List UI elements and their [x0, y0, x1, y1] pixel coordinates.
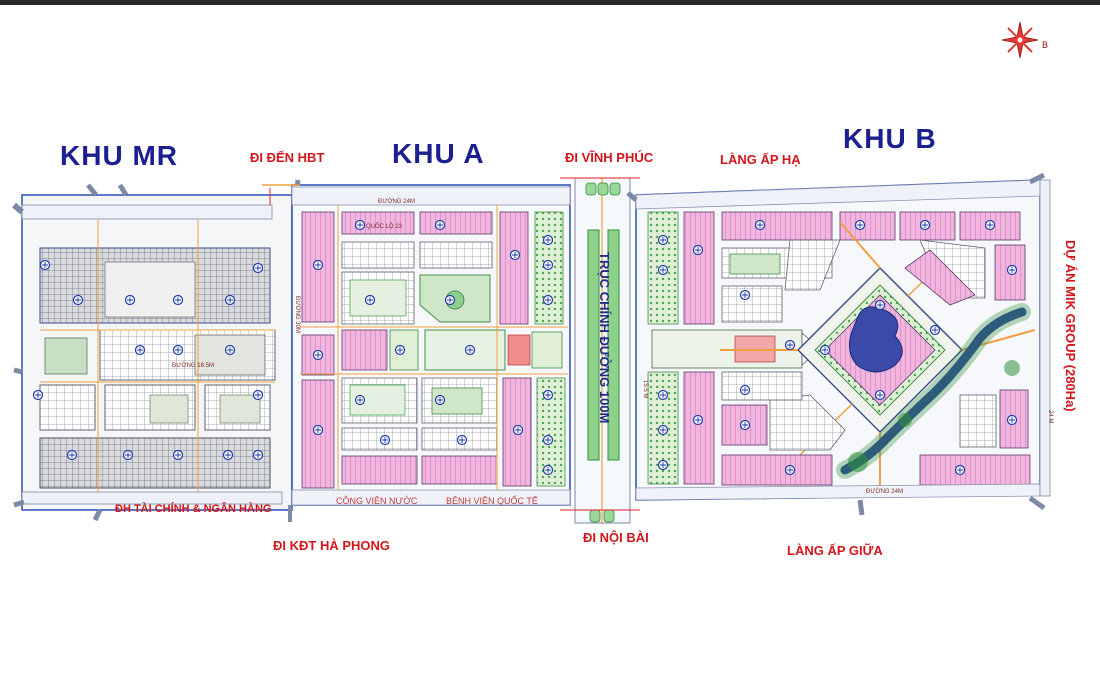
- circled-plus-marker-icon: [172, 449, 184, 461]
- circled-plus-marker-icon: [784, 339, 796, 351]
- circled-plus-marker-icon: [819, 344, 831, 356]
- label-truc-chinh-duong-100m: TRỤC CHÍNH ĐƯỜNG 100M: [597, 252, 612, 424]
- circled-plus-marker-icon: [434, 219, 446, 231]
- circled-plus-marker-icon: [657, 264, 669, 276]
- label-di-den-hbt: ĐI ĐẾN HBT: [250, 150, 325, 165]
- circled-plus-marker-icon: [252, 262, 264, 274]
- label-di-vinh-phuc: ĐI VĨNH PHÚC: [565, 150, 654, 165]
- circled-plus-marker-icon: [1006, 414, 1018, 426]
- circled-plus-marker-icon: [954, 464, 966, 476]
- circled-plus-marker-icon: [874, 299, 886, 311]
- circled-plus-marker-icon: [364, 294, 376, 306]
- circled-plus-marker-icon: [739, 419, 751, 431]
- circled-plus-marker-icon: [379, 434, 391, 446]
- road-label-16m-mr: ĐƯỜNG 16.5M: [172, 363, 214, 369]
- label-lang-ap-giua: LÀNG ẤP GIỮA: [787, 543, 883, 558]
- zone-label-mr: KHU MR: [60, 140, 178, 171]
- circled-plus-marker-icon: [434, 394, 446, 406]
- circled-plus-marker-icon: [32, 389, 44, 401]
- circled-plus-marker-icon: [754, 219, 766, 231]
- circled-plus-marker-icon: [224, 344, 236, 356]
- label-lang-ap-ha: LÀNG ẤP HẠ: [720, 152, 801, 167]
- road-label-24m-a: ĐƯỜNG 24M: [378, 199, 415, 205]
- circled-plus-marker-icon: [542, 434, 554, 446]
- circled-plus-marker-icon: [252, 389, 264, 401]
- label-du-an-mik-group: DỰ ÁN MIK GROUP (280Ha): [1063, 240, 1078, 412]
- lot-markers: [32, 219, 1018, 476]
- circled-plus-marker-icon: [464, 344, 476, 356]
- road-label-24m-b: ĐƯỜNG 24M: [866, 489, 903, 495]
- label-di-noi-bai: ĐI NỘI BÀI: [583, 530, 649, 545]
- khu-a-plan: [291, 184, 571, 506]
- circled-plus-marker-icon: [122, 449, 134, 461]
- circled-plus-marker-icon: [984, 219, 996, 231]
- circled-plus-marker-icon: [172, 344, 184, 356]
- road-label-15-5m: 15.5 M: [642, 380, 648, 399]
- zone-label-a: KHU A: [392, 138, 485, 169]
- north-arrow-compass-icon: [1001, 21, 1039, 59]
- circled-plus-marker-icon: [1006, 264, 1018, 276]
- main-axis-100m: [574, 177, 631, 524]
- label-benh-vien-quoc-te: BỆNH VIỆN QUỐC TẾ: [446, 496, 538, 506]
- circled-plus-marker-icon: [312, 349, 324, 361]
- circled-plus-marker-icon: [692, 244, 704, 256]
- circled-plus-marker-icon: [542, 294, 554, 306]
- circled-plus-marker-icon: [542, 259, 554, 271]
- circled-plus-marker-icon: [657, 424, 669, 436]
- circled-plus-marker-icon: [134, 344, 146, 356]
- circled-plus-marker-icon: [224, 294, 236, 306]
- circled-plus-marker-icon: [394, 344, 406, 356]
- circled-plus-marker-icon: [252, 449, 264, 461]
- circled-plus-marker-icon: [72, 294, 84, 306]
- circled-plus-marker-icon: [739, 384, 751, 396]
- circled-plus-marker-icon: [692, 414, 704, 426]
- circled-plus-marker-icon: [854, 219, 866, 231]
- circled-plus-marker-icon: [509, 249, 521, 261]
- label-dh-tai-chinh: ĐH TÀI CHÍNH & NGÂN HÀNG: [115, 503, 272, 515]
- outer-roads: [262, 177, 640, 522]
- circled-plus-marker-icon: [874, 389, 886, 401]
- road-label-24m-right: 24 M: [1047, 410, 1053, 424]
- circled-plus-marker-icon: [444, 294, 456, 306]
- circled-plus-marker-icon: [657, 459, 669, 471]
- circled-plus-marker-icon: [542, 234, 554, 246]
- circled-plus-marker-icon: [354, 219, 366, 231]
- circled-plus-marker-icon: [929, 324, 941, 336]
- zone-label-b: KHU B: [843, 123, 937, 154]
- road-label-quoc-lo: QUỐC LỘ 23: [366, 224, 403, 230]
- label-di-kdt-ha-phong: ĐI KĐT HÀ PHONG: [273, 538, 390, 553]
- circled-plus-marker-icon: [919, 219, 931, 231]
- circled-plus-marker-icon: [542, 389, 554, 401]
- label-cong-vien-nuoc: CÔNG VIÊN NƯỚC: [336, 496, 418, 506]
- circled-plus-marker-icon: [172, 294, 184, 306]
- circled-plus-marker-icon: [784, 464, 796, 476]
- khu-mr-plan: [12, 179, 301, 522]
- circled-plus-marker-icon: [657, 389, 669, 401]
- circled-plus-marker-icon: [39, 259, 51, 271]
- circled-plus-marker-icon: [657, 234, 669, 246]
- circled-plus-marker-icon: [354, 394, 366, 406]
- circled-plus-marker-icon: [124, 294, 136, 306]
- circled-plus-marker-icon: [66, 449, 78, 461]
- circled-plus-marker-icon: [512, 424, 524, 436]
- compass-letter: B: [1042, 40, 1049, 50]
- circled-plus-marker-icon: [456, 434, 468, 446]
- circled-plus-marker-icon: [312, 424, 324, 436]
- circled-plus-marker-icon: [542, 464, 554, 476]
- circled-plus-marker-icon: [739, 289, 751, 301]
- circled-plus-marker-icon: [222, 449, 234, 461]
- road-label-left-v: ĐƯỜNG 30M: [294, 296, 300, 333]
- circled-plus-marker-icon: [312, 259, 324, 271]
